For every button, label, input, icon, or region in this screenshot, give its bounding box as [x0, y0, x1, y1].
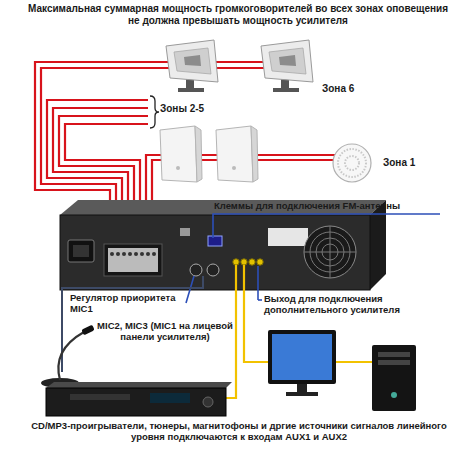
amplifier — [330, 226, 331, 278]
leader-line — [213, 214, 440, 238]
wall-speaker — [195, 126, 202, 182]
computer — [378, 352, 410, 357]
amplifier — [304, 226, 356, 278]
ceiling-speaker — [338, 149, 366, 177]
amplifier — [233, 259, 263, 265]
computer — [378, 360, 410, 365]
amplifier — [73, 245, 89, 257]
computer — [297, 384, 307, 392]
wall-speaker — [176, 166, 180, 170]
cd-player — [70, 394, 130, 400]
horn-speaker — [184, 55, 201, 66]
horn-speaker — [261, 40, 313, 82]
amplifier — [241, 259, 247, 265]
amplifier — [108, 248, 158, 272]
amplifier — [180, 228, 190, 236]
diagram-title: Максимальная суммарная мощность громкого… — [28, 3, 448, 26]
microphone — [81, 325, 94, 336]
zone-label: Зона 6 — [322, 83, 354, 95]
horn-speaker — [279, 55, 296, 66]
computer — [272, 334, 332, 380]
ceiling-speaker — [333, 144, 371, 182]
amplifier — [134, 252, 138, 256]
horn-speaker — [261, 40, 313, 92]
amplifier — [104, 244, 162, 276]
zone-bracket — [150, 96, 159, 128]
amplifier — [257, 259, 263, 265]
wall-speaker — [232, 166, 236, 170]
amplifier — [146, 252, 150, 256]
horn-speaker — [178, 88, 204, 92]
wall-speaker — [216, 126, 258, 182]
callout-text: MIC2, MIC3 (MIC1 на лицевой панели усили… — [96, 321, 234, 343]
ceiling-speaker — [333, 144, 371, 182]
amplifier — [116, 252, 120, 256]
audio-cable — [222, 265, 380, 398]
amplifier — [208, 236, 222, 246]
horn-speaker — [166, 40, 218, 82]
leader-line — [186, 276, 194, 303]
zone-label: Зона 1 — [383, 157, 415, 169]
callout-text: Регулятор приоритета MIC1 — [70, 293, 188, 315]
computer — [391, 392, 397, 398]
wall-speaker — [251, 126, 258, 182]
cd-player — [46, 382, 232, 416]
amplifier — [110, 252, 114, 256]
amplifier — [207, 264, 219, 276]
amplifier — [68, 240, 94, 262]
callout-text: Выход для подключения дополнительного ус… — [264, 294, 414, 316]
amplifier — [122, 252, 126, 256]
wall-speaker — [160, 126, 197, 182]
note-text: CD/MP3-проигрыватели, тюнеры, магнитофон… — [30, 421, 448, 443]
leader-line — [257, 266, 259, 300]
audio-cable — [222, 265, 236, 398]
amplifier — [140, 252, 144, 256]
amplifier — [152, 252, 156, 256]
horn-speaker — [166, 40, 218, 92]
microphone — [58, 332, 84, 380]
amplifier — [190, 264, 202, 276]
computer — [372, 345, 416, 411]
cd-player — [46, 388, 226, 416]
amplifier — [268, 228, 308, 246]
amplifier — [249, 259, 255, 265]
computer — [286, 392, 318, 396]
amplifier — [128, 252, 132, 256]
wall-speaker — [160, 126, 202, 182]
wall-speaker — [216, 126, 253, 182]
amplifier — [110, 252, 156, 256]
amplifier — [233, 259, 239, 265]
ceiling-speaker — [345, 156, 359, 170]
microphone — [41, 325, 95, 388]
leader-line — [258, 299, 262, 301]
zone-label: Зоны 2-5 — [160, 103, 204, 115]
computer — [268, 330, 336, 384]
cd-player — [203, 397, 213, 407]
horn-speaker — [273, 88, 299, 92]
leader-line — [186, 214, 440, 303]
horn-speaker — [269, 48, 306, 74]
amplifier — [60, 215, 370, 290]
cd-player — [46, 382, 232, 388]
horn-speaker — [174, 48, 211, 74]
computer — [268, 330, 416, 411]
callout-text: Клеммы для подключения FM-антенны — [214, 201, 446, 212]
cd-player — [150, 393, 190, 403]
